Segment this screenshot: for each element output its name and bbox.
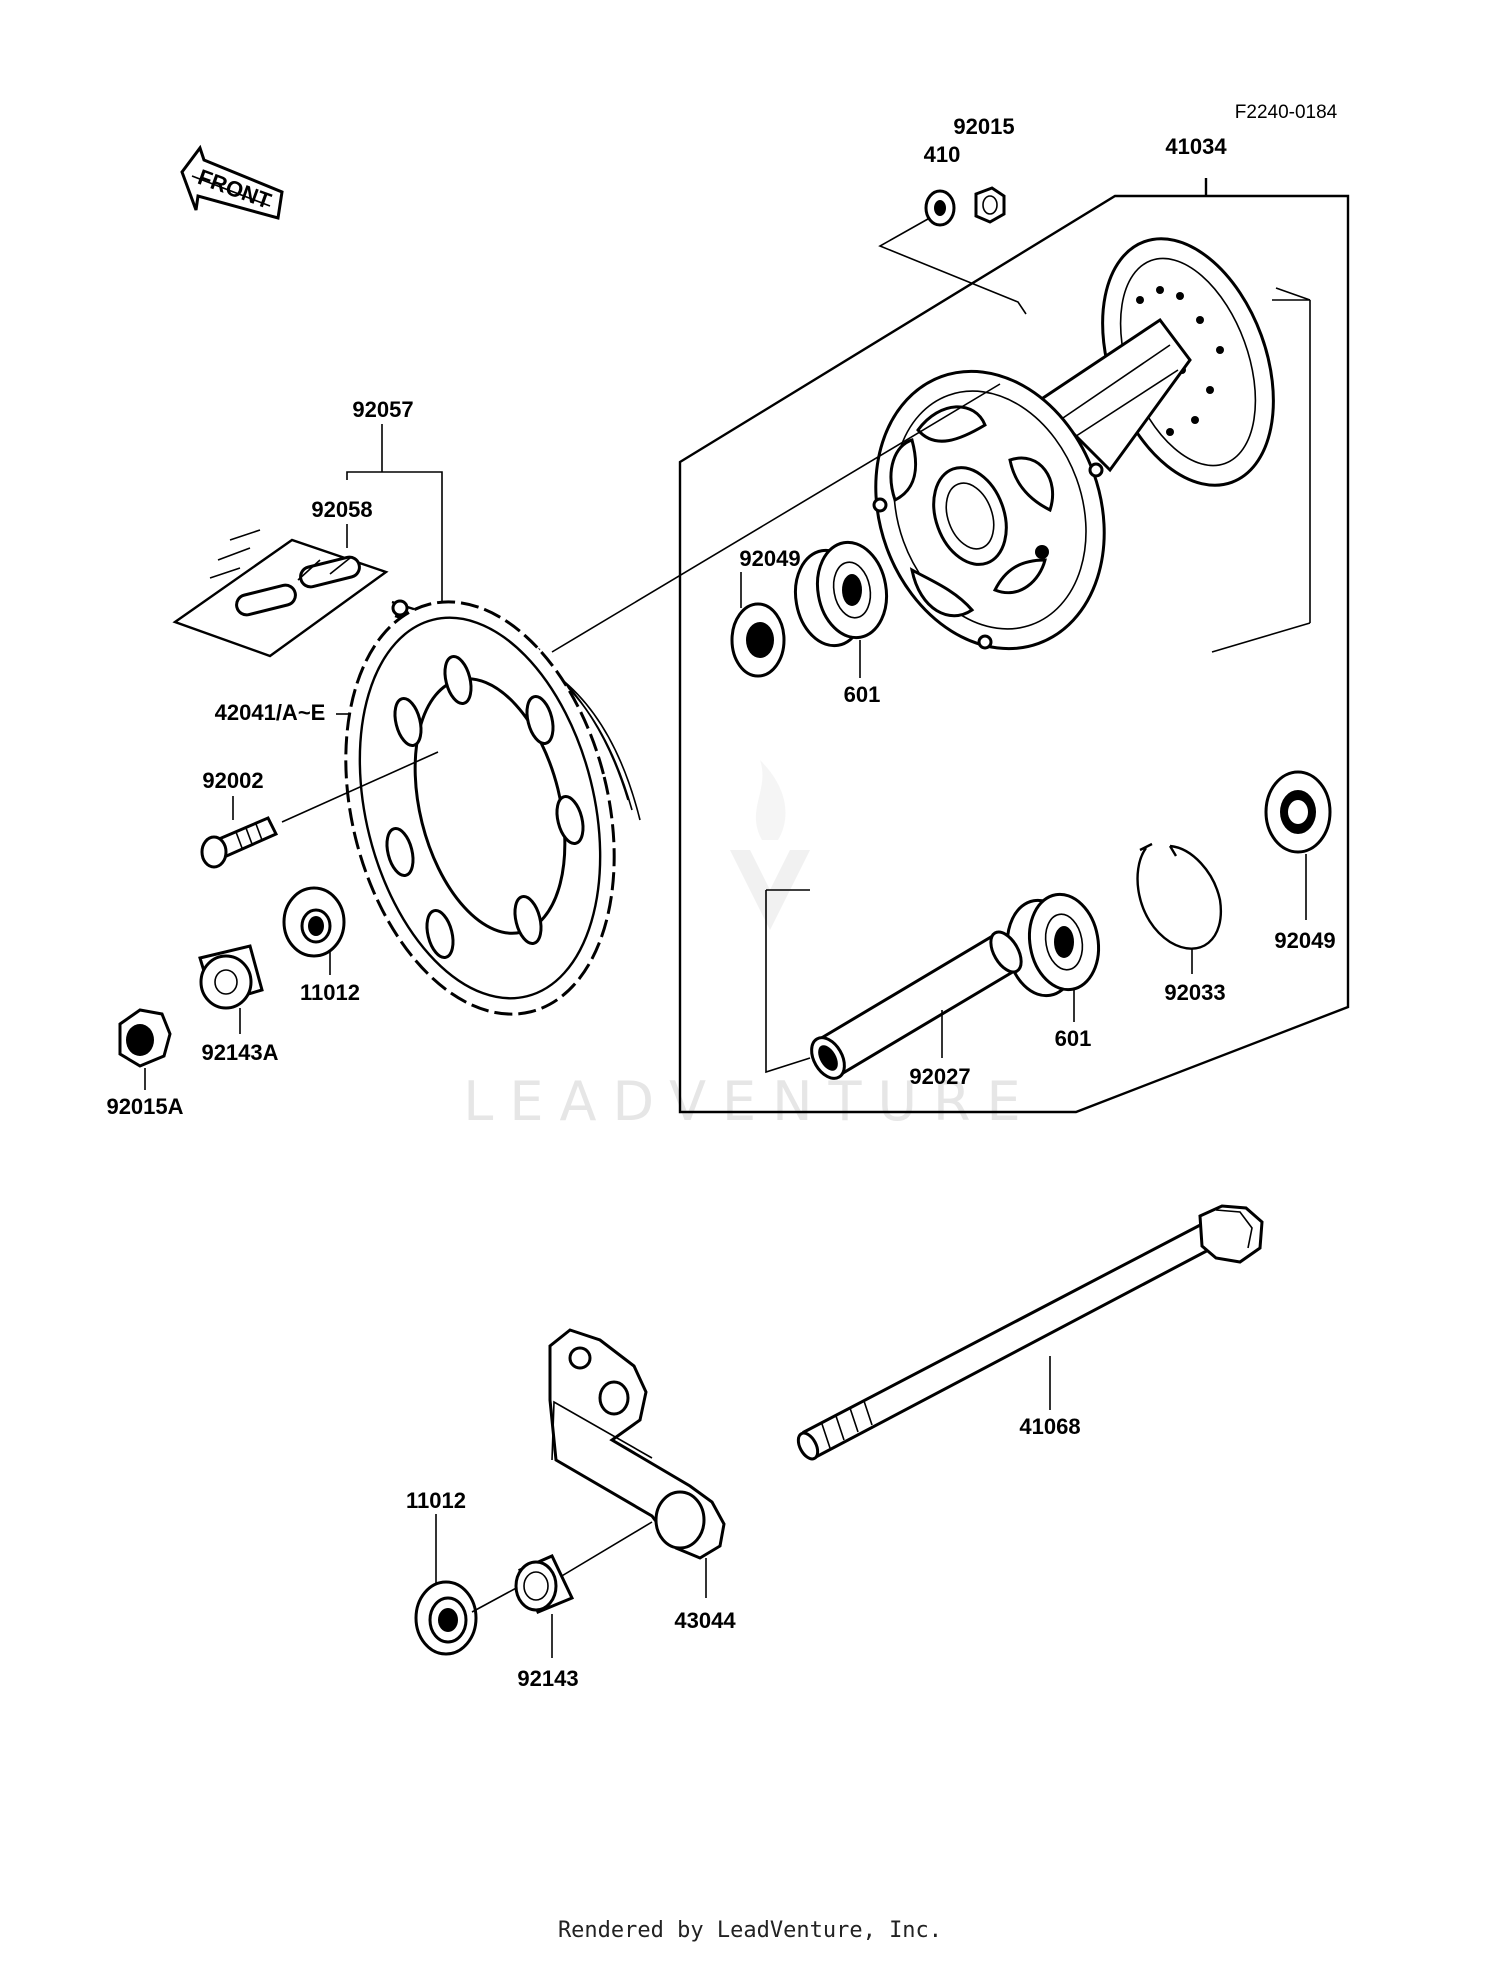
watermark-logo	[730, 760, 810, 930]
bearing-601-b	[1005, 892, 1101, 998]
label-92049-b: 92049	[1274, 928, 1335, 953]
label-92049-a: 92049	[739, 546, 800, 571]
sprocket-42041	[344, 600, 616, 1016]
watermark-text: LEADVENTURE	[463, 1070, 1036, 1133]
label-41068: 41068	[1019, 1414, 1080, 1439]
label-41034: 41034	[1165, 134, 1227, 159]
spacer-11012-b	[414, 1580, 478, 1656]
label-92002: 92002	[202, 768, 263, 793]
label-601-b: 601	[1055, 1026, 1092, 1051]
label-92057: 92057	[352, 397, 413, 422]
front-arrow-icon: FRONT	[180, 144, 284, 220]
label-410: 410	[924, 142, 961, 167]
circlip-92033	[1136, 842, 1223, 950]
collar-92143A	[198, 944, 264, 1010]
bolt-92002	[200, 816, 279, 869]
label-42041: 42041/A~E	[215, 700, 326, 725]
footer-credit: Rendered by LeadVenture, Inc.	[557, 1918, 943, 1943]
hub-assembly-box	[678, 178, 1350, 1114]
label-43044: 43044	[674, 1608, 736, 1633]
oil-seal-92049-a	[730, 602, 786, 678]
bearing-601-a	[793, 540, 889, 648]
nut-92015A	[118, 1008, 172, 1068]
spacer-11012-a	[282, 886, 346, 958]
label-92027: 92027	[909, 1064, 970, 1089]
spacer-tube-92027	[810, 930, 1023, 1080]
master-link-92058	[172, 529, 389, 658]
label-601-a: 601	[844, 682, 881, 707]
figure-id: F2240-0184	[1235, 102, 1338, 123]
oil-seal-92049-b	[1264, 770, 1332, 854]
label-92143A: 92143A	[201, 1040, 278, 1065]
label-92015A: 92015A	[106, 1094, 183, 1119]
label-92058: 92058	[311, 497, 372, 522]
nut-92015	[974, 186, 1006, 224]
rear-hub	[872, 237, 1275, 651]
label-11012-b: 11012	[406, 1488, 466, 1513]
label-92033: 92033	[1164, 980, 1225, 1005]
caliper-bracket-43044	[548, 1328, 726, 1560]
washer-410	[924, 189, 956, 227]
label-92143: 92143	[517, 1666, 578, 1691]
collar-92143	[514, 1554, 575, 1614]
label-11012-a: 11012	[300, 980, 360, 1005]
label-92015: 92015	[953, 114, 1014, 139]
axle-41068	[796, 1204, 1264, 1461]
